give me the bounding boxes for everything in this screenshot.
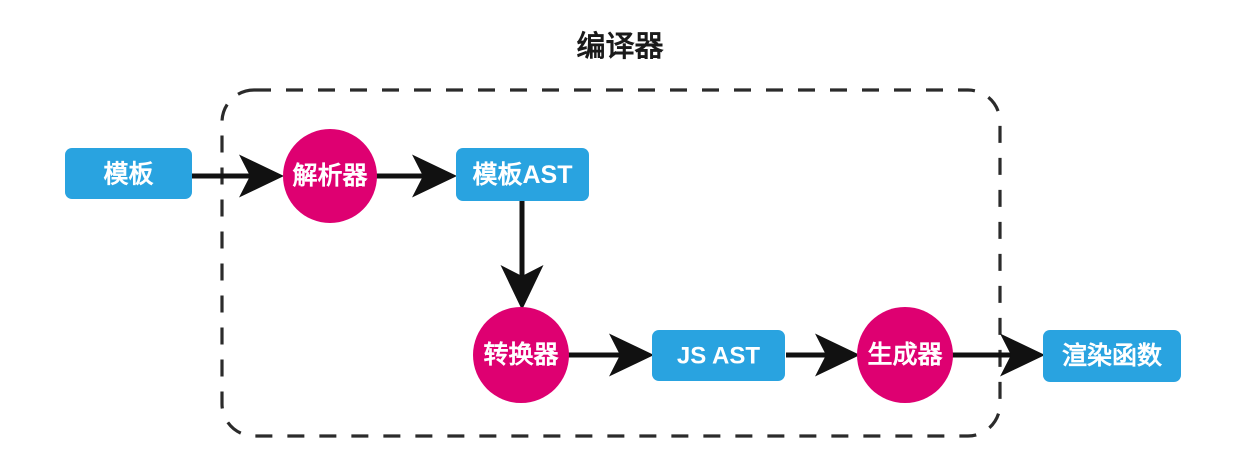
node-transformer[interactable]: 转换器 — [473, 307, 569, 403]
node-transformer-label: 转换器 — [483, 340, 559, 369]
node-render-function-label: 渲染函数 — [1062, 341, 1163, 370]
node-parser[interactable]: 解析器 — [283, 129, 377, 223]
node-parser-label: 解析器 — [292, 162, 368, 190]
node-render-function[interactable]: 渲染函数 — [1043, 330, 1181, 382]
node-template-label: 模板 — [103, 160, 153, 189]
node-generator-label: 生成器 — [867, 341, 943, 369]
node-generator[interactable]: 生成器 — [857, 307, 953, 403]
node-js-ast-label: JS AST — [677, 343, 760, 370]
compiler-group-boundary — [220, 88, 1002, 438]
node-template-ast[interactable]: 模板AST — [456, 148, 589, 201]
node-js-ast[interactable]: JS AST — [652, 330, 785, 381]
node-template[interactable]: 模板 — [65, 148, 192, 199]
node-template-ast-label: 模板AST — [472, 160, 572, 189]
page-title: 编译器 — [576, 29, 664, 63]
